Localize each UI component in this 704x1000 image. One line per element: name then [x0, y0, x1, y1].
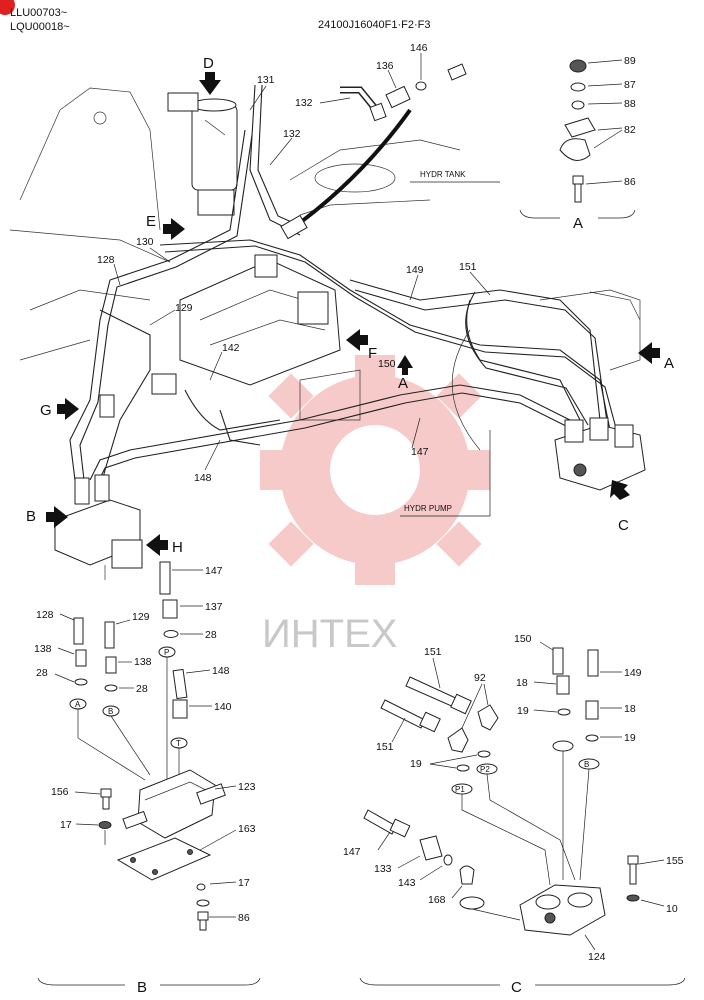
arrow-label-c: C: [618, 517, 629, 534]
detail-c-letter: C: [511, 979, 522, 996]
detail-c: 150 149 18 18 19 19 151 151 92: [343, 633, 686, 996]
detail-b-callout-138b: 138: [134, 656, 152, 668]
detail-b-port-b: B: [108, 707, 113, 716]
filter-assembly: [167, 92, 238, 216]
callout-149: 149: [406, 264, 424, 276]
detail-c-callout-124: 124: [588, 951, 606, 963]
detail-a: 89 87 88 82 86 A: [519, 55, 636, 232]
detail-c-callout-18b: 18: [624, 703, 636, 715]
detail-b-letter: B: [137, 979, 147, 996]
callout-142: 142: [222, 342, 240, 354]
arrow-label-a-lower: A: [398, 375, 408, 392]
detail-b-port-a: A: [75, 700, 81, 709]
corner-badge: [0, 0, 15, 15]
callout-147: 147: [411, 446, 429, 458]
detail-c-callout-92: 92: [474, 672, 486, 684]
callout-151: 151: [459, 261, 477, 273]
detail-c-callout-168: 168: [428, 894, 446, 906]
detail-c-port-b: B: [584, 760, 589, 769]
detail-c-callout-133: 133: [374, 863, 392, 875]
serial-line-1: LLU00703~: [10, 7, 67, 19]
label-hydr-pump: HYDR PUMP: [404, 504, 452, 513]
callout-148: 148: [194, 472, 212, 484]
sub-valve-b: [54, 474, 143, 580]
detail-b-callout-156: 156: [51, 786, 69, 798]
callout-146: 146: [410, 42, 428, 54]
callout-130: 130: [136, 236, 154, 248]
detail-c-callout-151a: 151: [424, 646, 442, 658]
detail-a-callout-82: 82: [624, 124, 636, 136]
detail-b-callout-17a: 17: [60, 819, 72, 831]
callout-132: 132: [295, 97, 313, 109]
watermark-text: ИНТЕХ: [262, 612, 397, 656]
callout-128: 128: [97, 254, 115, 266]
callout-129: 129: [175, 302, 193, 314]
detail-b-callout-17b: 17: [238, 877, 250, 889]
detail-b-callout-28a: 28: [205, 629, 217, 641]
arrow-label-b: B: [26, 508, 36, 525]
detail-b-callout-86: 86: [238, 912, 250, 924]
arrow-label-f: F: [368, 345, 377, 362]
control-valve-block: [151, 254, 341, 395]
arrow-label-e: E: [146, 213, 156, 230]
detail-c-port-p2: P2: [480, 765, 490, 774]
watermark-gear-logo: [260, 355, 490, 585]
serial-line-2: LQU00018~: [10, 21, 70, 33]
machine-frame-outline: [9, 87, 641, 451]
view-arrows: D E A B C F G H A: [26, 55, 674, 556]
detail-c-callout-151b: 151: [376, 741, 394, 753]
tank-pipe-parts: [340, 63, 467, 122]
hose-bundle: [69, 84, 618, 491]
detail-a-callout-86: 86: [624, 176, 636, 188]
detail-b-callout-140: 140: [214, 701, 232, 713]
detail-c-callout-150: 150: [514, 633, 532, 645]
detail-c-callout-10: 10: [666, 903, 678, 915]
label-hydr-tank: HYDR TANK: [420, 170, 466, 179]
detail-b-callout-128: 128: [36, 609, 54, 621]
arrow-label-d: D: [203, 55, 214, 72]
detail-b: 147 137 28 128 129 138 28 138 28 148: [34, 561, 261, 996]
detail-b-callout-138a: 138: [34, 643, 52, 655]
detail-c-port-p1: P1: [455, 785, 465, 794]
detail-c-callout-19c: 19: [410, 758, 422, 770]
callout-150: 150: [378, 358, 396, 370]
drawing-code: 24100J16040F1·F2·F3: [318, 19, 431, 31]
arrow-label-g: G: [40, 402, 52, 419]
detail-b-callout-163: 163: [238, 823, 256, 835]
detail-a-callout-88: 88: [624, 98, 636, 110]
detail-b-callout-129: 129: [132, 611, 150, 623]
detail-b-callout-137: 137: [205, 601, 223, 613]
detail-b-callout-28c: 28: [136, 683, 148, 695]
detail-c-callout-19a: 19: [517, 705, 529, 717]
hydraulic-pump: [554, 417, 646, 491]
detail-a-callout-87: 87: [624, 79, 636, 91]
detail-b-callout-148: 148: [212, 665, 230, 677]
arrow-label-a-right: A: [664, 355, 674, 372]
detail-c-callout-18a: 18: [516, 677, 528, 689]
detail-b-port-t: T: [176, 739, 181, 748]
detail-c-callout-143: 143: [398, 877, 416, 889]
detail-c-callout-19b: 19: [624, 732, 636, 744]
detail-a-callout-89: 89: [624, 55, 636, 67]
detail-c-callout-147: 147: [343, 846, 361, 858]
detail-b-callout-147: 147: [205, 565, 223, 577]
callout-136: 136: [376, 60, 394, 72]
detail-b-callout-28b: 28: [36, 667, 48, 679]
arrow-label-h: H: [172, 539, 183, 556]
callout-131: 131: [257, 74, 275, 86]
detail-a-letter: A: [573, 215, 583, 232]
detail-c-callout-149: 149: [624, 667, 642, 679]
detail-b-callout-123: 123: [238, 781, 256, 793]
detail-b-port-p: P: [164, 648, 169, 657]
main-callouts: 131 132 132 136 146 130 128 129 142 149 …: [97, 42, 500, 517]
detail-c-callout-155: 155: [666, 855, 684, 867]
callout-132b: 132: [283, 128, 301, 140]
